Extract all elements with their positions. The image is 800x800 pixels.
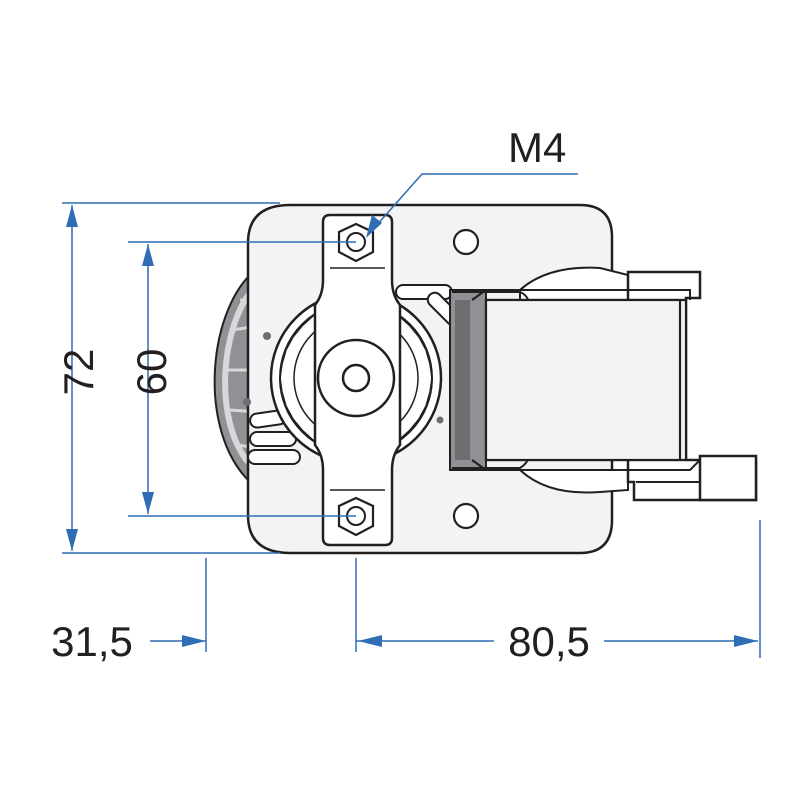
mounting-hole [452,502,480,530]
overall-height-label: 72 [55,349,102,396]
motor-body [213,203,758,555]
stator-coil [449,266,629,494]
mounting-hole [452,228,480,256]
coil-bobbin [471,270,758,502]
thread-label: M4 [508,124,566,171]
left-offset-label: 31,5 [51,618,133,665]
hole-spacing-label: 60 [128,349,175,396]
right-length-label: 80,5 [508,618,590,665]
shaft-hub [316,338,396,418]
dimension-arrows [66,205,758,647]
